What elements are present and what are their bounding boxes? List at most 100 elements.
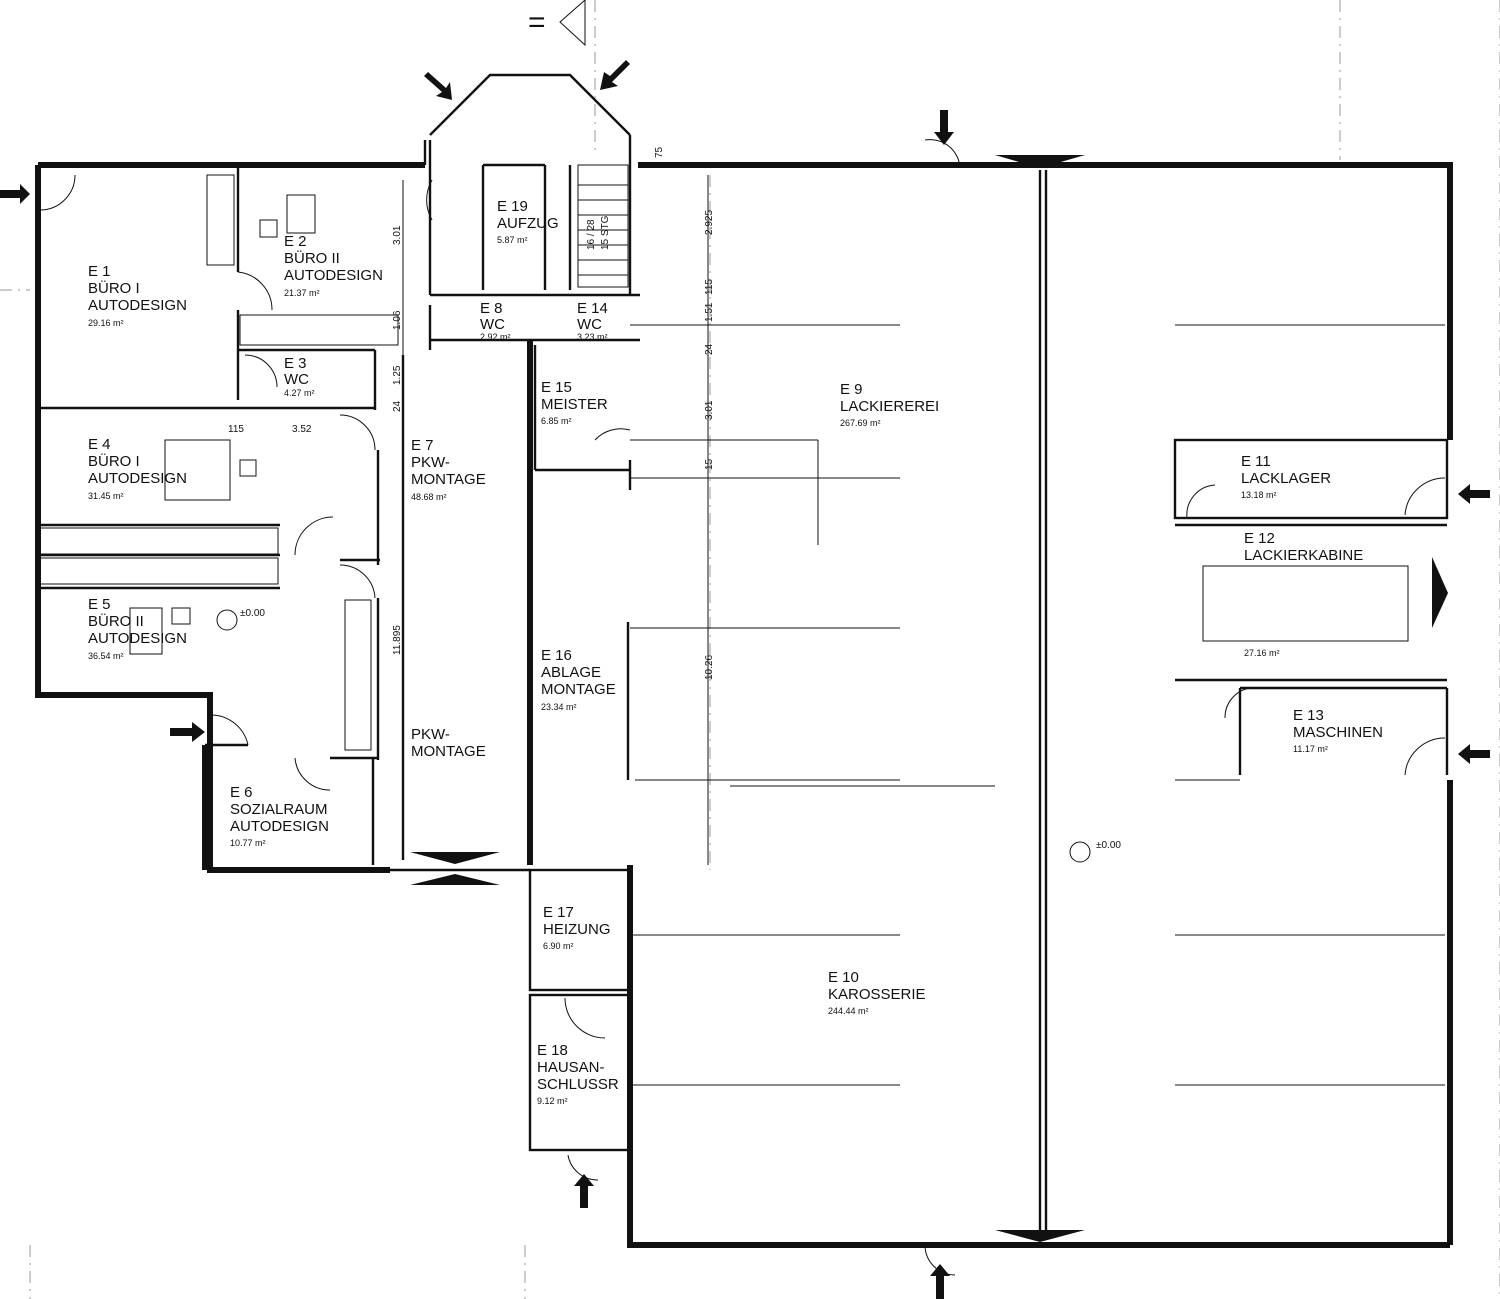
dim-75: 75 <box>654 146 665 158</box>
room-id: E 4 <box>88 436 111 453</box>
room-line1: AUFZUG <box>497 215 559 232</box>
room-area: 5.87 m² <box>497 235 528 245</box>
room-line2: SCHLUSSR <box>537 1076 619 1093</box>
room-e15: E 15 MEISTER 6.85 m² <box>541 379 608 426</box>
dim-352: 3.52 <box>292 424 312 435</box>
room-id: E 9 <box>840 381 863 398</box>
entrance-bay <box>429 73 632 295</box>
room-e16: E 16 ABLAGE MONTAGE 23.34 m² <box>541 647 616 712</box>
room-line2: AUTODESIGN <box>88 470 187 487</box>
room-area: 267.69 m² <box>840 418 881 428</box>
room-id: E 3 <box>284 355 307 372</box>
staircase: 16 / 28 15 STG <box>577 164 629 288</box>
room-line1: LACKLAGER <box>1241 470 1331 487</box>
room-area: 9.12 m² <box>537 1096 568 1106</box>
furniture <box>39 174 399 751</box>
room-area: 244.44 m² <box>828 1006 869 1016</box>
room-line1: WC <box>480 316 505 333</box>
dim-106: 1.06 <box>392 310 403 330</box>
room-line1: LACKIEREREI <box>840 398 939 415</box>
office-walls <box>35 140 640 873</box>
room-id: E 10 <box>828 969 859 986</box>
room-line1: WC <box>284 371 309 388</box>
room-e17: E 17 HEIZUNG 6.90 m² <box>543 904 611 951</box>
room-area: 48.68 m² <box>411 492 447 502</box>
pkw-line2: MONTAGE <box>411 743 486 760</box>
room-area: 31.45 m² <box>88 491 124 501</box>
room-e14: E 14 WC 3.23 m² <box>577 300 608 342</box>
room-area: 13.18 m² <box>1241 490 1277 500</box>
room-line1: HEIZUNG <box>543 921 611 938</box>
dim-1026: 10.26 <box>704 655 715 680</box>
room-id: E 8 <box>480 300 503 317</box>
room-e5: E 5 BÜRO II AUTODESIGN 36.54 m² <box>88 596 187 661</box>
room-line1: BÜRO II <box>88 612 144 630</box>
room-line2: AUTODESIGN <box>88 630 187 647</box>
room-id: E 1 <box>88 263 111 280</box>
dim-15: 15 <box>704 458 715 470</box>
dim-24a: 24 <box>392 400 403 412</box>
room-id: E 15 <box>541 379 572 396</box>
lower-rooms <box>528 868 632 1152</box>
room-line1: KAROSSERIE <box>828 986 926 1003</box>
room-labels: E 1 BÜRO I AUTODESIGN 29.16 m² E 2 BÜRO … <box>88 198 1383 1106</box>
room-area: 27.16 m² <box>1244 648 1280 658</box>
level-markers: ±0.00 ±0.00 <box>216 608 1121 863</box>
room-e7: E 7 PKW- MONTAGE 48.68 m² <box>411 437 486 502</box>
room-area: 3.23 m² <box>577 332 608 342</box>
room-id: E 2 <box>284 233 307 250</box>
dim-151: 1.51 <box>704 302 715 322</box>
dim-2925: 2.925 <box>704 210 715 235</box>
room-line1: WC <box>577 316 602 333</box>
room-id: E 18 <box>537 1042 568 1059</box>
room-id: E 5 <box>88 596 111 613</box>
room-e2: E 2 BÜRO II AUTODESIGN 21.37 m² <box>284 233 383 298</box>
room-area: 36.54 m² <box>88 651 124 661</box>
room-id: E 17 <box>543 904 574 921</box>
dim-115b: 115 <box>704 279 715 295</box>
room-area: 6.85 m² <box>541 416 572 426</box>
pkw-montage-label: PKW- MONTAGE <box>411 726 486 760</box>
room-e13: E 13 MASCHINEN 11.17 m² <box>1293 707 1383 754</box>
service-rooms <box>1173 438 1449 775</box>
room-line1: LACKIERKABINE <box>1244 547 1363 564</box>
room-e11: E 11 LACKLAGER 13.18 m² <box>1241 453 1331 500</box>
stairs-text-2: 15 STG <box>600 215 611 250</box>
room-id: E 13 <box>1293 707 1324 724</box>
room-line2: MONTAGE <box>411 471 486 488</box>
room-area: 4.27 m² <box>284 388 315 398</box>
room-line2: AUTODESIGN <box>230 818 329 835</box>
room-line1: PKW- <box>411 454 450 471</box>
room-area: 29.16 m² <box>88 318 124 328</box>
room-e9: E 9 LACKIEREREI 267.69 m² <box>840 381 939 428</box>
room-e19: E 19 AUFZUG 5.87 m² <box>497 198 559 245</box>
room-id: E 19 <box>497 198 528 215</box>
corridor-walls <box>390 340 632 872</box>
room-e12: E 12 LACKIERKABINE 27.16 m² <box>1244 530 1363 658</box>
room-area: 11.17 m² <box>1293 744 1328 754</box>
hall-markers <box>630 324 1445 1086</box>
room-e8: E 8 WC 2.92 m² <box>480 300 511 342</box>
room-e6: E 6 SOZIALRAUM AUTODESIGN 10.77 m² <box>230 784 329 848</box>
room-line1: MASCHINEN <box>1293 724 1383 741</box>
room-id: E 16 <box>541 647 572 664</box>
dim-125: 1.25 <box>392 365 403 385</box>
room-line1: HAUSAN- <box>537 1059 605 1076</box>
room-line1: SOZIALRAUM <box>230 801 328 818</box>
room-line2: AUTODESIGN <box>284 267 383 284</box>
pkw-line1: PKW- <box>411 726 450 743</box>
room-id: E 6 <box>230 784 253 801</box>
room-line2: MONTAGE <box>541 681 616 698</box>
dim-301b: 3.01 <box>704 400 715 420</box>
room-line1: BÜRO I <box>88 452 140 470</box>
room-e10: E 10 KAROSSERIE 244.44 m² <box>828 969 926 1016</box>
room-area: 21.37 m² <box>284 288 320 298</box>
room-line1: MEISTER <box>541 396 608 413</box>
entrance-arrows <box>0 60 1490 1299</box>
dimension-labels: 3.01 1.06 1.25 24 3.52 115 11.895 75 2.9… <box>228 146 715 865</box>
room-line2: AUTODESIGN <box>88 297 187 314</box>
room-line1: ABLAGE <box>541 664 601 681</box>
room-e3: E 3 WC 4.27 m² <box>284 355 315 398</box>
